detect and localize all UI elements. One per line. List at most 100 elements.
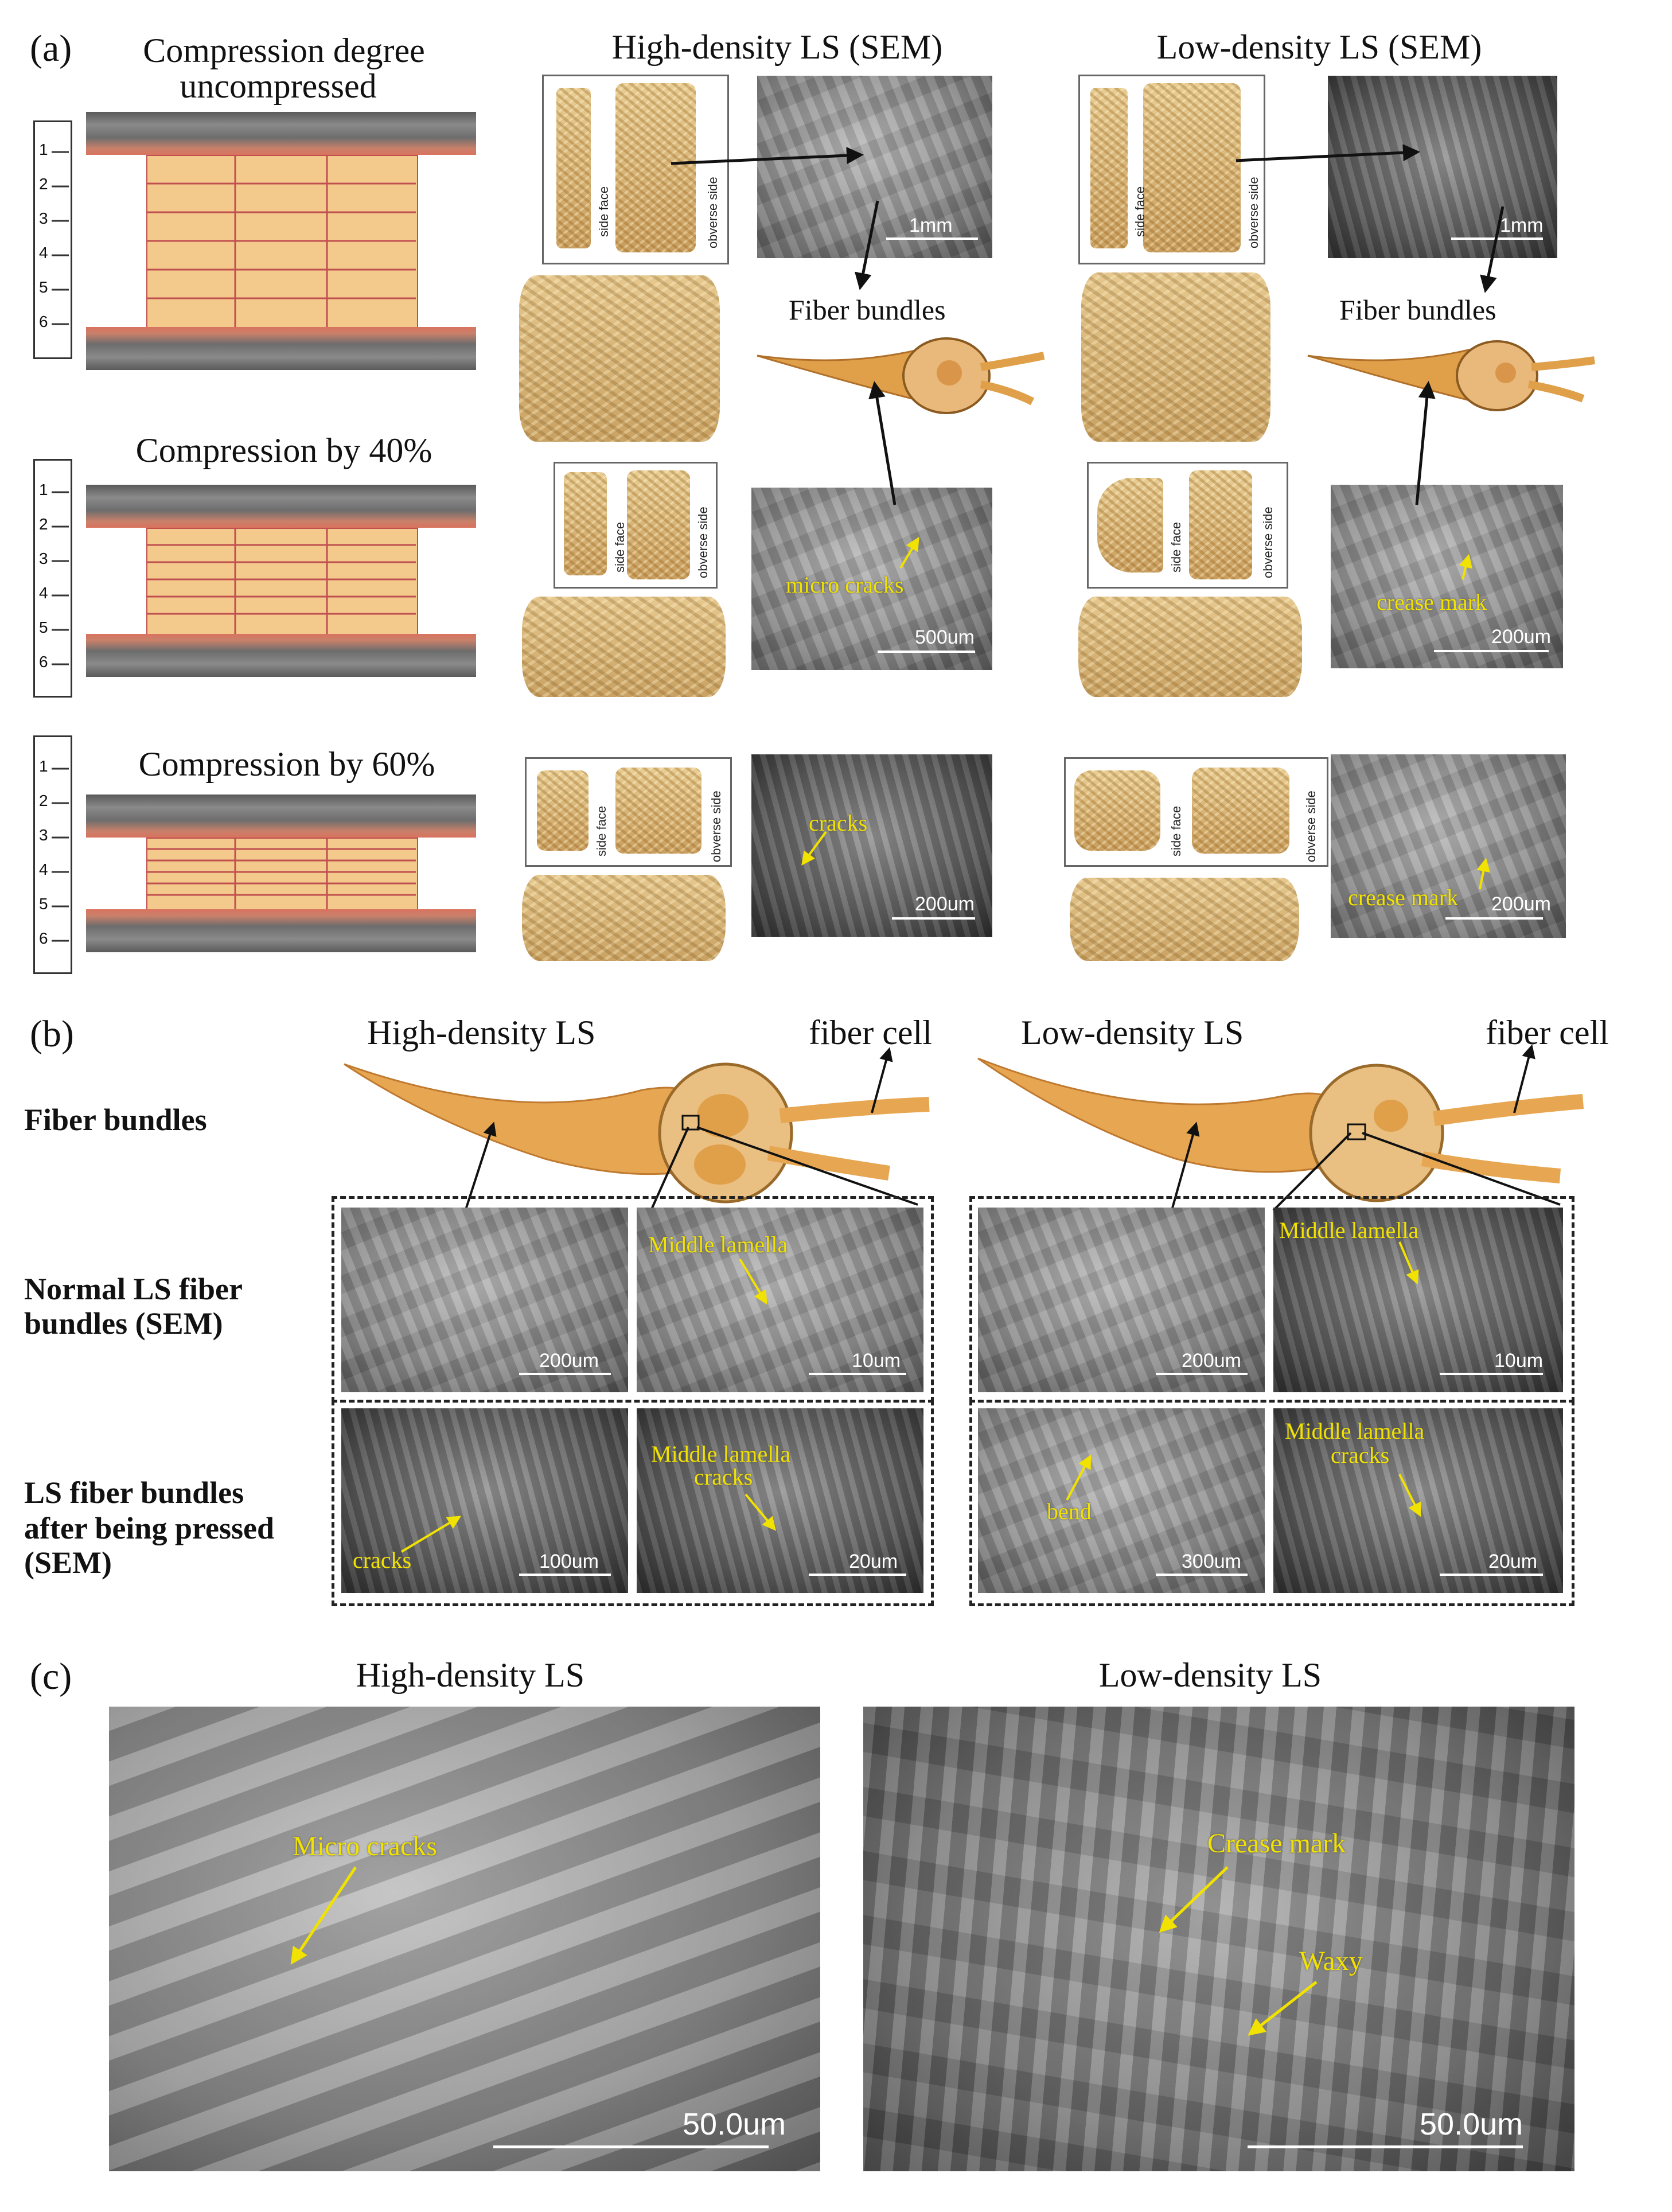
obverse-side-sample xyxy=(627,470,690,579)
annotation-cracks: cracks xyxy=(694,1464,753,1490)
scalebar-line xyxy=(1445,917,1543,920)
inset-low-row3: side face obverse side xyxy=(1064,757,1328,867)
ruler-num: 3 xyxy=(39,209,48,227)
annotation-cracks: cracks xyxy=(353,1547,412,1573)
scalebar-line xyxy=(1248,2145,1523,2148)
ruler-num: 6 xyxy=(39,653,48,671)
scalebar-line xyxy=(1156,1373,1248,1375)
sem-high-row2: micro cracks 500um xyxy=(751,488,992,670)
side-face-sample xyxy=(1074,770,1160,851)
scalebar-label: 1mm xyxy=(1500,215,1544,236)
ruler-row3 xyxy=(33,735,72,974)
scalebar-line xyxy=(519,1373,611,1375)
scalebar-line xyxy=(1440,1373,1543,1375)
obverse-side-label: obverse side xyxy=(1304,790,1318,862)
scalebar-label: 200um xyxy=(1491,626,1551,648)
annotation-crease-mark: crease mark xyxy=(1377,589,1487,615)
obverse-side-label: obverse side xyxy=(1261,507,1275,578)
inset-high-row1: side face obverse side xyxy=(542,75,729,264)
sem-b-low-normal-cell: Middle lamella 10um xyxy=(1273,1208,1563,1392)
panel-a-label: (a) xyxy=(30,28,72,69)
annotation-micro-cracks: Micro cracks xyxy=(293,1831,437,1861)
scalebar-label: 200um xyxy=(915,893,975,915)
obverse-side-label: obverse side xyxy=(709,790,723,862)
ruler-num: 4 xyxy=(39,244,48,262)
annotation-middle-lamella: Middle lamella xyxy=(1279,1217,1419,1243)
dashed-box-high-pressed xyxy=(332,1400,934,1606)
side-face-sample xyxy=(537,770,588,851)
b-low-title: Low-density LS xyxy=(1021,1014,1244,1052)
scalebar-label: 200um xyxy=(539,1350,599,1372)
ruler-num: 6 xyxy=(39,929,48,947)
ruler-num: 6 xyxy=(39,313,48,330)
ruler-num: 3 xyxy=(39,826,48,844)
ruler-num: 5 xyxy=(39,895,48,913)
scalebar-line xyxy=(1440,1574,1543,1576)
scalebar-label: 10um xyxy=(852,1350,901,1372)
side-face-label: side face xyxy=(594,805,609,856)
ruler-num: 2 xyxy=(39,515,48,533)
sem-b-high-pressed-bundle: cracks 100um xyxy=(341,1408,628,1593)
ruler-num: 5 xyxy=(39,278,48,296)
specimen-block-row3 xyxy=(146,838,418,912)
obverse-side-sample xyxy=(615,768,701,854)
ruler-num: 5 xyxy=(39,618,48,636)
scalebar-label: 100um xyxy=(539,1551,599,1572)
annotation-crease-mark: Crease mark xyxy=(1207,1828,1346,1859)
inset-low-row2: side face obverse side xyxy=(1087,462,1288,589)
side-face-sample xyxy=(1090,88,1128,248)
side-face-sample xyxy=(556,88,591,248)
row-label-pressed-3: (SEM) xyxy=(24,1545,112,1580)
ruler-row2 xyxy=(33,459,72,698)
scalebar-label: 200um xyxy=(1491,893,1551,915)
sem-low-row1: 1mm xyxy=(1328,76,1557,258)
bottom-platen-row2 xyxy=(86,634,476,677)
sem-high-row1: 1mm xyxy=(757,76,992,258)
top-platen-row1 xyxy=(86,112,476,155)
annotation-middle-lamella: Middle lamella xyxy=(1285,1418,1425,1444)
ruler-num: 3 xyxy=(39,550,48,567)
ruler-num: 2 xyxy=(39,792,48,809)
row-label-normal-1: Normal LS fiber xyxy=(24,1272,243,1306)
sem-c-low-density: Crease mark Waxy 50.0um xyxy=(863,1707,1574,2171)
ruler-num: 4 xyxy=(39,860,48,878)
scalebar-line xyxy=(519,1574,611,1576)
annotation-middle-lamella: Middle lamella xyxy=(648,1232,788,1257)
scalebar-line xyxy=(493,2145,769,2148)
side-face-sample xyxy=(564,472,607,575)
side-face-label: side face xyxy=(597,186,611,237)
bottom-platen-row3 xyxy=(86,909,476,952)
sem-b-high-pressed-cell: Middle lamella cracks 20um xyxy=(637,1408,923,1593)
obverse-side-sample xyxy=(615,83,696,252)
sem-b-low-pressed-cell: Middle lamella cracks 20um xyxy=(1273,1408,1563,1593)
fiber-bundle-drawing-high xyxy=(757,337,1045,414)
c-high-title: High-density LS xyxy=(356,1656,585,1694)
b-high-title: High-density LS xyxy=(367,1014,596,1052)
side-face-label: side face xyxy=(1133,186,1147,237)
obverse-side-label: obverse side xyxy=(1246,177,1261,248)
scalebar-label: 20um xyxy=(849,1551,898,1572)
scalebar-line xyxy=(878,651,975,653)
annotation-micro-cracks: micro cracks xyxy=(786,572,904,598)
annotation-bend: bend xyxy=(1047,1498,1092,1524)
scalebar-line xyxy=(1451,237,1543,240)
side-face-label: side face xyxy=(1169,521,1183,573)
b-fiber-cell-high: fiber cell xyxy=(809,1014,932,1052)
ruler-row1 xyxy=(33,120,72,359)
ruler-num: 1 xyxy=(39,141,48,158)
side-face-sample xyxy=(1097,478,1163,573)
scalebar-line xyxy=(1156,1574,1248,1576)
row-label-fiber-bundles: Fiber bundles xyxy=(24,1103,207,1137)
row-label-normal-2: bundles (SEM) xyxy=(24,1306,223,1341)
scalebar-line xyxy=(886,237,978,240)
header-low-density: Low-density LS (SEM) xyxy=(1156,28,1482,66)
obverse-side-sample xyxy=(1192,768,1289,854)
annotation-middle-lamella: Middle lamella xyxy=(651,1441,791,1467)
row1-title-line2: uncompressed xyxy=(180,67,377,105)
scalebar-line xyxy=(892,917,975,920)
bottom-platen-row1 xyxy=(86,327,476,370)
c-low-title: Low-density LS xyxy=(1098,1656,1322,1694)
top-platen-row2 xyxy=(86,485,476,528)
row1-title-line1: Compression degree xyxy=(143,32,425,69)
row-label-pressed-1: LS fiber bundles xyxy=(24,1475,244,1510)
